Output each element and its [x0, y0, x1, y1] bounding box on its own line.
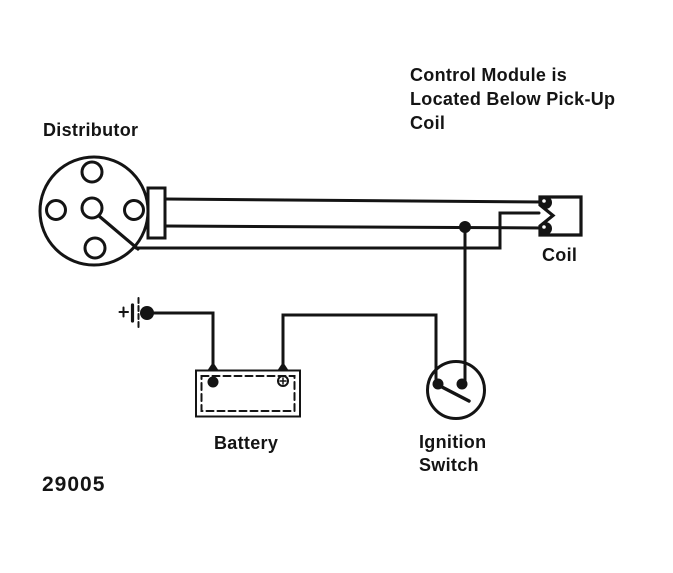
control-module-note: Control Module is Located Below Pick-Up …: [410, 65, 616, 133]
battery-symbol: [195, 362, 301, 418]
ignition-switch-contacts: [432, 378, 471, 403]
wire-distributor-to-coil-top: [163, 197, 546, 204]
distributor-symbol: [38, 155, 167, 267]
wire-ground-to-battery: [145, 311, 215, 372]
wire-distributor-to-coil-bottom: [163, 224, 547, 230]
ignition-switch-lever: [438, 384, 471, 403]
battery-terminal-dot: [207, 376, 219, 388]
distributor-cap-tower: [45, 199, 67, 221]
distributor-center-tower: [80, 196, 104, 220]
battery-positive-terminal-icon: [118, 297, 154, 329]
distributor-cap-tower: [123, 199, 145, 221]
ignition-switch-symbol: [426, 360, 486, 420]
distributor-cap-tower: [83, 236, 107, 260]
wire-distributor-to-coil-middle: [134, 211, 541, 250]
distributor-label: Distributor: [43, 120, 139, 140]
distributor-cap-tower: [80, 160, 104, 184]
wire-junction-dot: [459, 221, 471, 233]
wires: [134, 197, 547, 386]
coil-label: Coil: [542, 245, 578, 265]
distributor-connector: [146, 186, 167, 240]
figure-number: 29005: [42, 473, 106, 496]
wire-battery-to-ignition-switch: [281, 313, 438, 385]
ignition-switch-label: Ignition Switch: [419, 432, 487, 475]
coil-terminals: [539, 196, 552, 235]
distributor-rotor-line: [97, 214, 140, 251]
battery-label: Battery: [214, 433, 279, 453]
